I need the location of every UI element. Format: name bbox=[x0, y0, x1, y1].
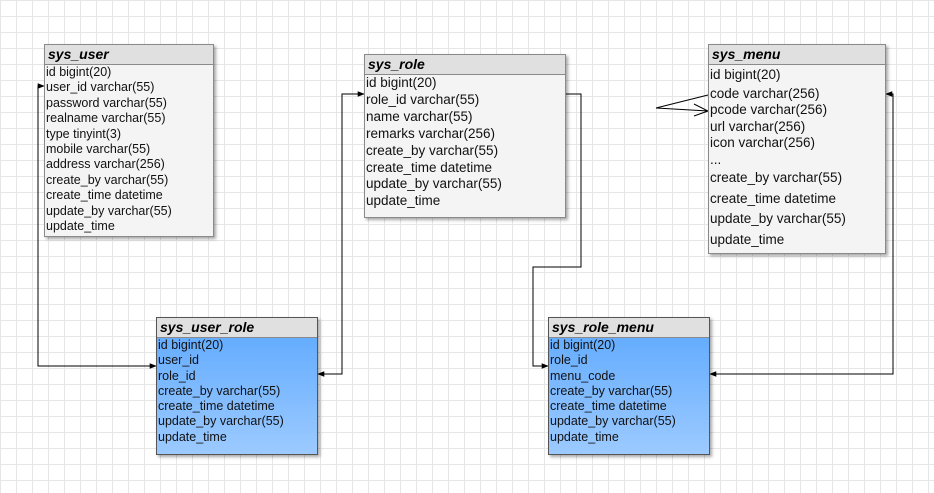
field: mobile varchar(55) bbox=[46, 142, 151, 157]
field: update_time bbox=[46, 219, 115, 234]
entity-sys-menu-title: sys_menu bbox=[709, 45, 885, 65]
field: update_by varchar(55) bbox=[366, 176, 502, 192]
field: create_time datetime bbox=[366, 159, 493, 175]
field: icon varchar(256) bbox=[710, 135, 816, 150]
field: name varchar(55) bbox=[366, 108, 473, 124]
field: address varchar(256) bbox=[46, 157, 165, 172]
connector-menu-to-role-menu bbox=[709, 91, 894, 377]
field: url varchar(256) bbox=[710, 118, 806, 134]
field: create_by varchar(55) bbox=[158, 383, 281, 398]
field: menu_code bbox=[550, 368, 616, 383]
field: id bigint(20) bbox=[158, 338, 224, 352]
entity-sys-user-role[interactable]: sys_user_role id bigint(20) user_id role… bbox=[156, 317, 318, 455]
field: create_time datetime bbox=[46, 188, 163, 203]
field: user_id bbox=[158, 353, 199, 368]
field: id bigint(20) bbox=[366, 75, 437, 90]
connector-role-to-role-menu bbox=[532, 93, 582, 369]
entity-sys-user-role-title: sys_user_role bbox=[157, 318, 317, 338]
field: create_time datetime bbox=[550, 399, 667, 414]
field: create_time datetime bbox=[710, 190, 837, 206]
entity-sys-role-title: sys_role bbox=[365, 55, 565, 75]
field: id bigint(20) bbox=[46, 65, 112, 79]
field: update_by varchar(55) bbox=[158, 414, 284, 429]
entity-sys-role[interactable]: sys_role id bigint(20) role_id varchar(5… bbox=[364, 54, 566, 218]
field: id bigint(20) bbox=[710, 67, 781, 82]
connector-menu-self-reference bbox=[655, 94, 710, 117]
field: pcode varchar(256) bbox=[710, 102, 828, 117]
field: update_by varchar(55) bbox=[550, 414, 676, 429]
field: create_by varchar(55) bbox=[46, 172, 169, 187]
field: remarks varchar(256) bbox=[366, 125, 496, 141]
field: role_id bbox=[550, 353, 588, 368]
entity-sys-user-title: sys_user bbox=[45, 45, 213, 65]
field: realname varchar(55) bbox=[46, 111, 166, 126]
entity-sys-user-role-fields: id bigint(20) user_id role_id create_by … bbox=[157, 338, 317, 445]
field: create_by varchar(55) bbox=[550, 383, 673, 398]
field: update_time bbox=[710, 231, 785, 247]
entity-sys-user[interactable]: sys_user id bigint(20) user_id varchar(5… bbox=[44, 44, 214, 237]
field: role_id varchar(55) bbox=[366, 91, 480, 107]
field: role_id bbox=[158, 368, 196, 383]
entity-sys-role-menu[interactable]: sys_role_menu id bigint(20) role_id menu… bbox=[548, 317, 710, 455]
entity-sys-menu[interactable]: sys_menu id bigint(20) code varchar(256)… bbox=[708, 44, 886, 254]
field: create_by varchar(55) bbox=[366, 142, 499, 158]
entity-sys-role-fields: id bigint(20) role_id varchar(55) name v… bbox=[365, 75, 565, 210]
entity-sys-menu-fields: id bigint(20) code varchar(256) pcode va… bbox=[709, 65, 885, 250]
field: update_time bbox=[366, 193, 441, 209]
field: user_id varchar(55) bbox=[46, 80, 155, 95]
field: create_by varchar(55) bbox=[710, 170, 843, 185]
field: update_by varchar(55) bbox=[710, 211, 846, 226]
entity-sys-user-fields: id bigint(20) user_id varchar(55) passwo… bbox=[45, 65, 213, 234]
field: code varchar(256) bbox=[710, 85, 820, 101]
field: update_time bbox=[550, 429, 619, 444]
entity-sys-role-menu-fields: id bigint(20) role_id menu_code create_b… bbox=[549, 338, 709, 445]
connector-role-to-user-role bbox=[317, 91, 365, 377]
connector-user-to-user-role bbox=[37, 83, 157, 369]
field: type tinyint(3) bbox=[46, 126, 122, 141]
field: ... bbox=[710, 151, 722, 167]
field: update_time bbox=[158, 429, 227, 444]
entity-sys-role-menu-title: sys_role_menu bbox=[549, 318, 709, 338]
field: password varchar(55) bbox=[46, 95, 167, 110]
field: update_by varchar(55) bbox=[46, 203, 172, 218]
field: id bigint(20) bbox=[550, 338, 616, 352]
field: create_time datetime bbox=[158, 399, 275, 414]
